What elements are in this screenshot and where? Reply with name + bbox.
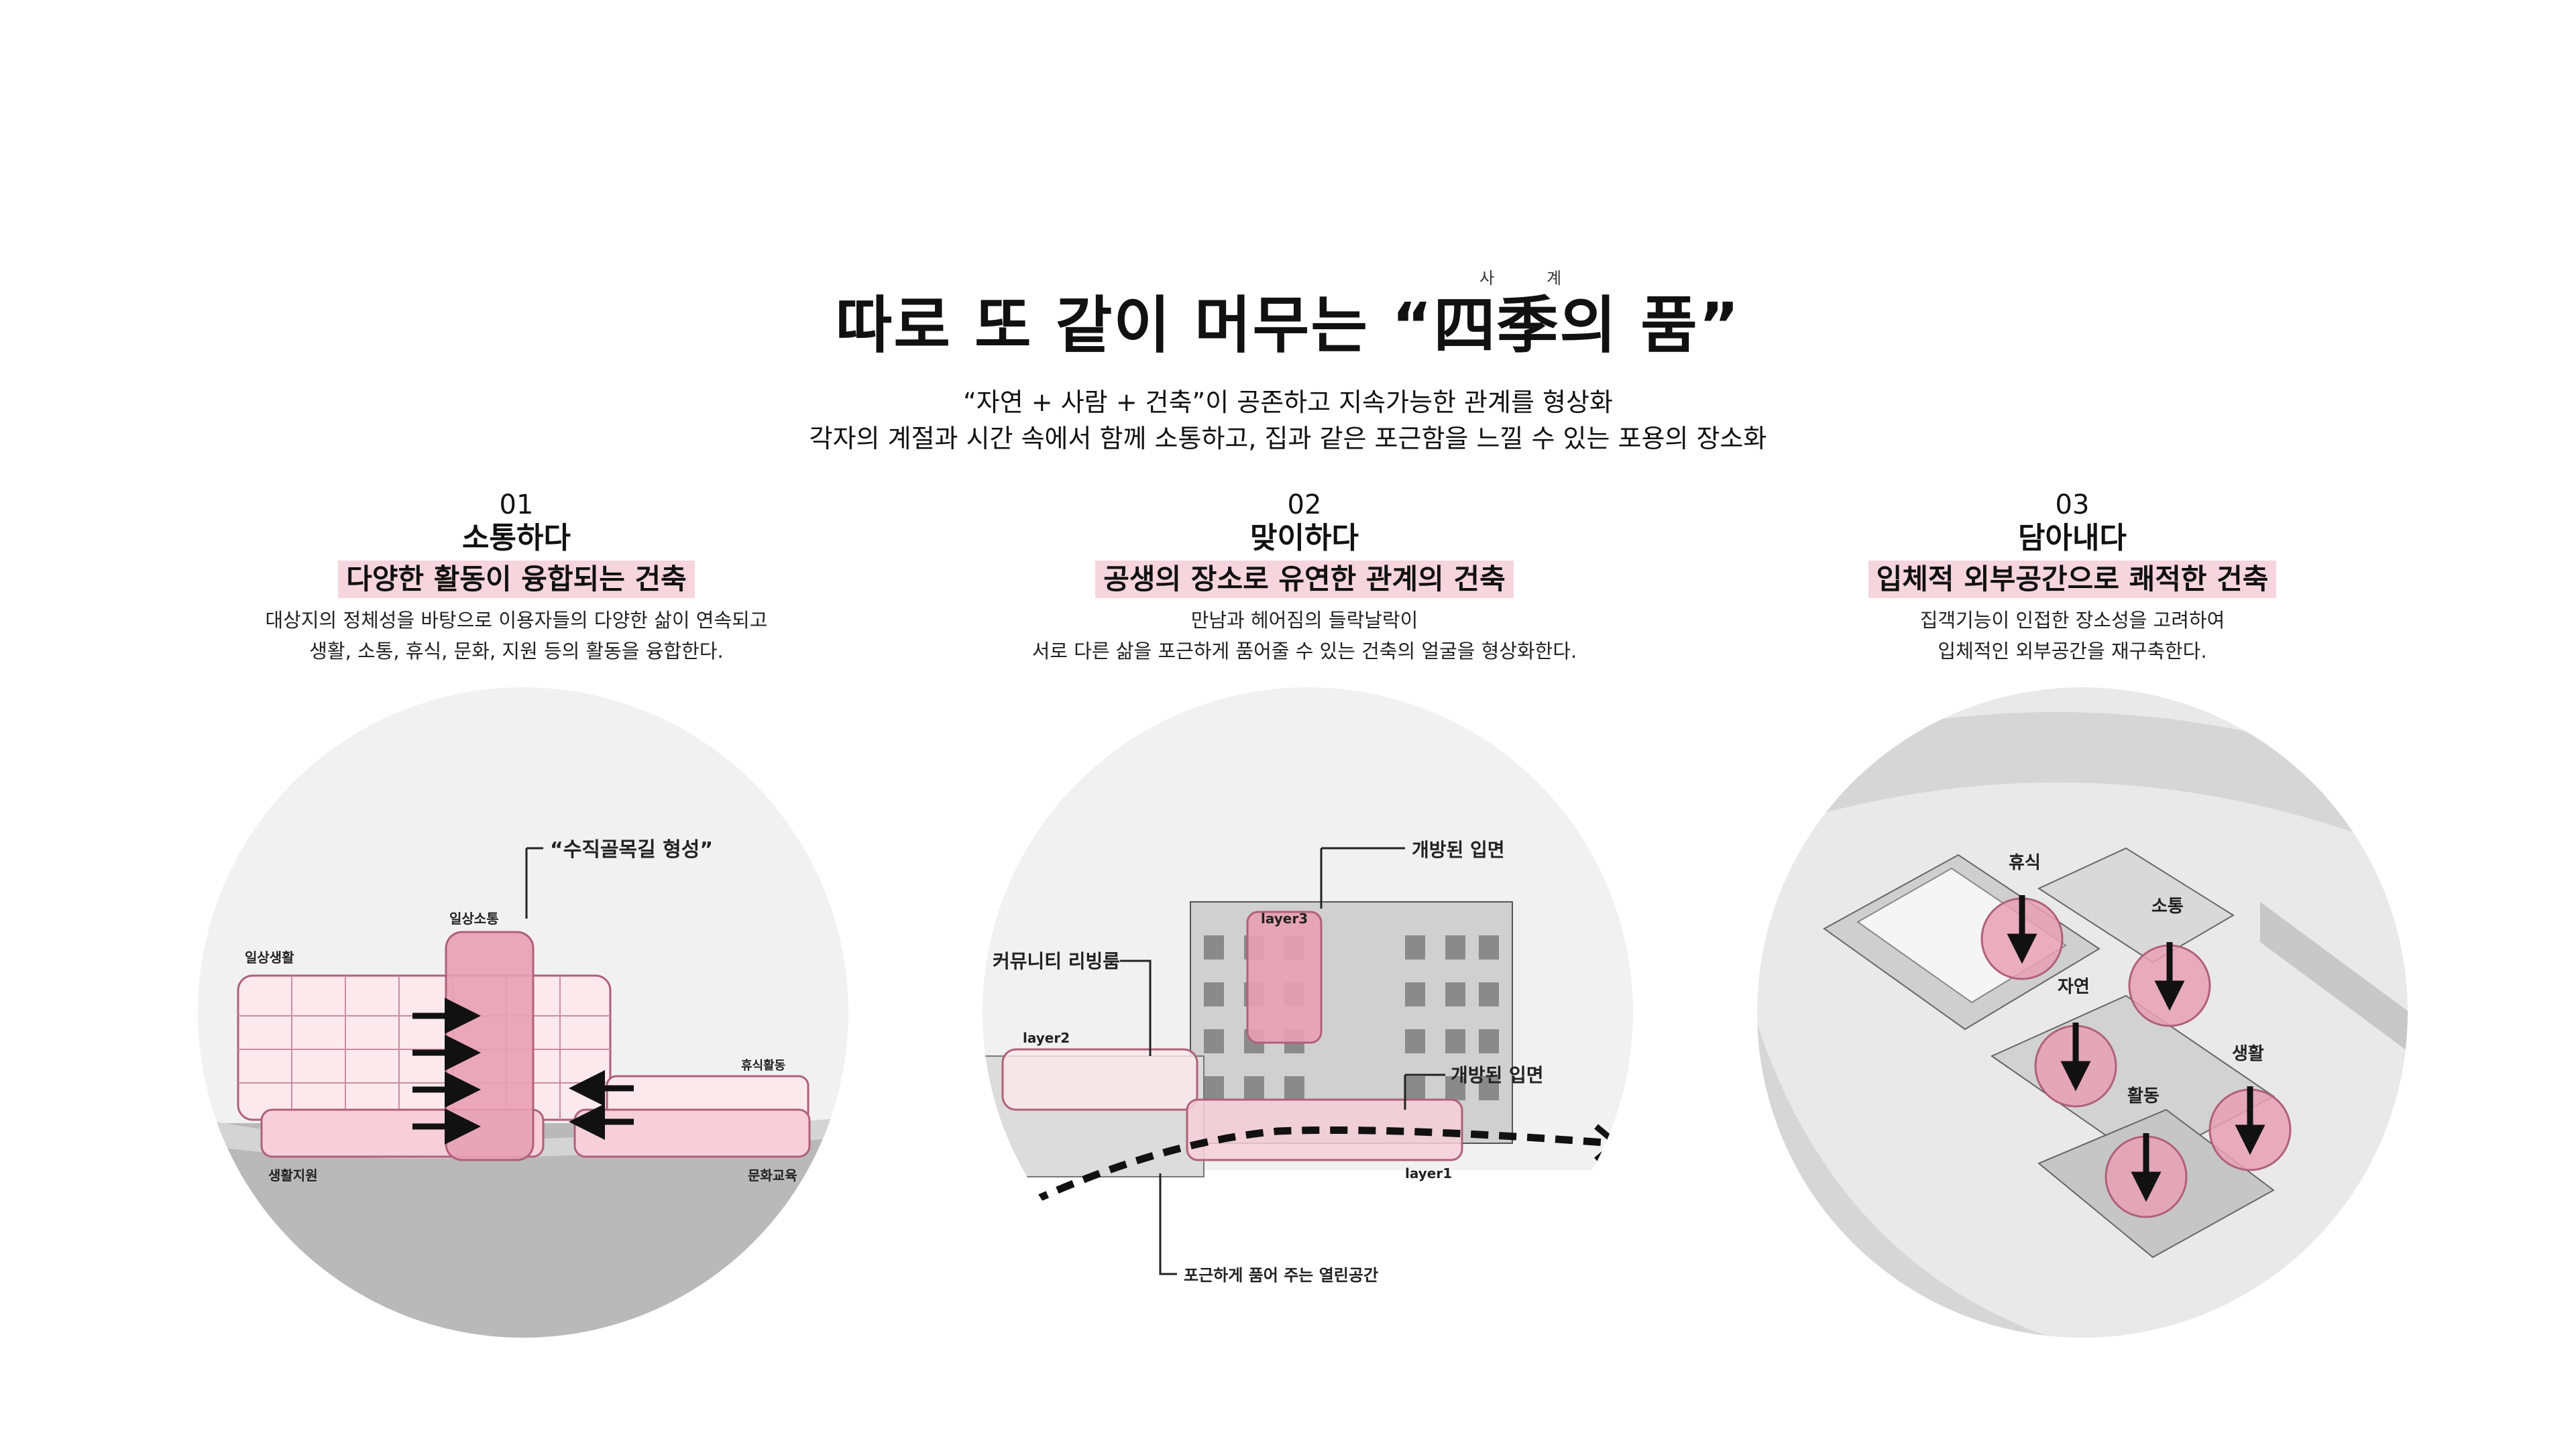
column-01: 01 소통하다 다양한 활동이 융합되는 건축 대상지의 정체성을 바탕으로 이… bbox=[148, 489, 885, 666]
label-nature: 자연 bbox=[2058, 977, 2090, 997]
label-rest-activity: 휴식활동 bbox=[741, 1059, 785, 1073]
description-line-2: 생활, 소통, 휴식, 문화, 지원 등의 활동을 융합한다. bbox=[309, 640, 724, 662]
arrow-left-icon bbox=[997, 1192, 1033, 1226]
label-layer2: layer2 bbox=[1023, 1030, 1070, 1046]
ruby-sa: 사 bbox=[1479, 269, 1495, 288]
label-life-support: 생활지원 bbox=[268, 1167, 318, 1183]
label-layer3: layer3 bbox=[1261, 911, 1308, 927]
label-open-facade-mid: 개방된 입면 bbox=[1451, 1064, 1544, 1086]
column-verb: 맞이하다 bbox=[1250, 521, 1359, 555]
daily-life-volume bbox=[237, 974, 612, 1121]
arrow-icons bbox=[412, 998, 634, 1145]
diagram-embrace-svg: 휴식 소통 자연 생활 활동 bbox=[1757, 687, 2408, 1338]
label-rest: 휴식 bbox=[2009, 853, 2041, 873]
label-community-living-room: 커뮤니티 리빙룸 bbox=[993, 950, 1120, 972]
column-verb: 담아내다 bbox=[2018, 521, 2127, 555]
layer2-volume bbox=[1001, 1048, 1198, 1111]
subtitle-2: 각자의 계절과 시간 속에서 함께 소통하고, 집과 같은 포근함을 느낄 수 … bbox=[809, 424, 1767, 453]
road-band-bottom bbox=[1757, 1002, 2072, 1338]
label-culture-education: 문화교육 bbox=[748, 1167, 797, 1183]
road-band-top bbox=[1757, 711, 2408, 855]
diagram-welcome: 개방된 입면 layer3 커뮤니티 리빙룸 layer2 개방된 입면 lay… bbox=[976, 681, 1640, 1344]
diagram-communicate-svg: “수직골목길 형성” 일상소통 일상생활 휴식활동 생활지원 문화교육 bbox=[198, 687, 848, 1338]
column-02: 02 맞이하다 공생의 장소로 유연한 관계의 건축 만남과 헤어짐의 들락날락… bbox=[936, 489, 1673, 666]
column-number: 03 bbox=[2055, 489, 2090, 520]
arrow-down-icons bbox=[2007, 895, 2265, 1202]
ground-plane bbox=[983, 1170, 1633, 1338]
column-theme: 다양한 활동이 융합되는 건축 bbox=[338, 561, 695, 598]
street-band bbox=[2260, 902, 2408, 1056]
label-layer1: layer1 bbox=[1405, 1165, 1452, 1181]
description-line-1: 집객기능이 인접한 장소성을 고려하여 bbox=[1919, 609, 2225, 632]
description-line-1: 대상지의 정체성을 바탕으로 이용자들의 다양한 삶이 연속되고 bbox=[265, 609, 768, 632]
diagram-embrace: 휴식 소통 자연 생활 활동 bbox=[1750, 681, 2414, 1344]
description-line-2: 입체적인 외부공간을 재구축한다. bbox=[1938, 640, 2207, 662]
description-line-2: 서로 다른 삶을 포근하게 품어줄 수 있는 건축의 얼굴을 형상화한다. bbox=[1031, 640, 1577, 662]
label-activity: 활동 bbox=[2127, 1086, 2160, 1106]
open-space-path bbox=[1004, 1126, 1614, 1217]
ruby-gye: 계 bbox=[1547, 269, 1562, 288]
label-open-facade-top: 개방된 입면 bbox=[1412, 839, 1505, 861]
label-life: 생활 bbox=[2232, 1044, 2264, 1064]
header: 사 계 따로 또 같이 머무는 “四季의 품” “자연 + 사람 + 건축”이 … bbox=[0, 265, 2576, 454]
building-block-b bbox=[2037, 847, 2235, 964]
layer1-volume bbox=[1186, 1098, 1463, 1161]
label-vertical-alley: “수직골목길 형성” bbox=[550, 838, 713, 862]
column-03: 03 담아내다 입체적 외부공간으로 쾌적한 건축 집객기능이 인접한 장소성을… bbox=[1703, 489, 2441, 666]
column-theme: 입체적 외부공간으로 쾌적한 건축 bbox=[1868, 561, 2277, 598]
label-daily-life: 일상생활 bbox=[245, 949, 294, 966]
leader-lines bbox=[1120, 847, 1445, 1275]
page-title: 따로 또 같이 머무는 “四季의 품” bbox=[835, 290, 1741, 361]
layer3-volume bbox=[1246, 911, 1323, 1044]
column-number: 02 bbox=[1287, 489, 1322, 520]
label-communication: 소통 bbox=[2151, 896, 2184, 917]
diagram-communicate: “수직골목길 형성” 일상소통 일상생활 휴식활동 생활지원 문화교육 bbox=[191, 681, 855, 1344]
column-theme: 공생의 장소로 유연한 관계의 건축 bbox=[1095, 561, 1514, 598]
subtitle-1: “자연 + 사람 + 건축”이 공존하고 지속가능한 관계를 형상화 bbox=[963, 388, 1613, 417]
column-description: 만남과 헤어짐의 들락날락이 서로 다른 삶을 포근하게 품어줄 수 있는 건축… bbox=[936, 605, 1673, 666]
column-number: 01 bbox=[499, 489, 534, 520]
column-description: 대상지의 정체성을 바탕으로 이용자들의 다양한 삶이 연속되고 생활, 소통,… bbox=[148, 605, 885, 666]
label-open-space: 포근하게 품어 주는 열린공간 bbox=[1184, 1266, 1378, 1285]
column-description: 집객기능이 인접한 장소성을 고려하여 입체적인 외부공간을 재구축한다. bbox=[1703, 605, 2441, 666]
column-verb: 소통하다 bbox=[462, 521, 571, 555]
diagram-welcome-svg: 개방된 입면 layer3 커뮤니티 리빙룸 layer2 개방된 입면 lay… bbox=[983, 687, 1633, 1338]
culture-volume bbox=[573, 1108, 811, 1158]
description-line-1: 만남과 헤어짐의 들락날락이 bbox=[1190, 609, 1418, 632]
ruby-row: 사 계 bbox=[0, 265, 2576, 289]
label-daily-communication: 일상소통 bbox=[449, 911, 499, 927]
